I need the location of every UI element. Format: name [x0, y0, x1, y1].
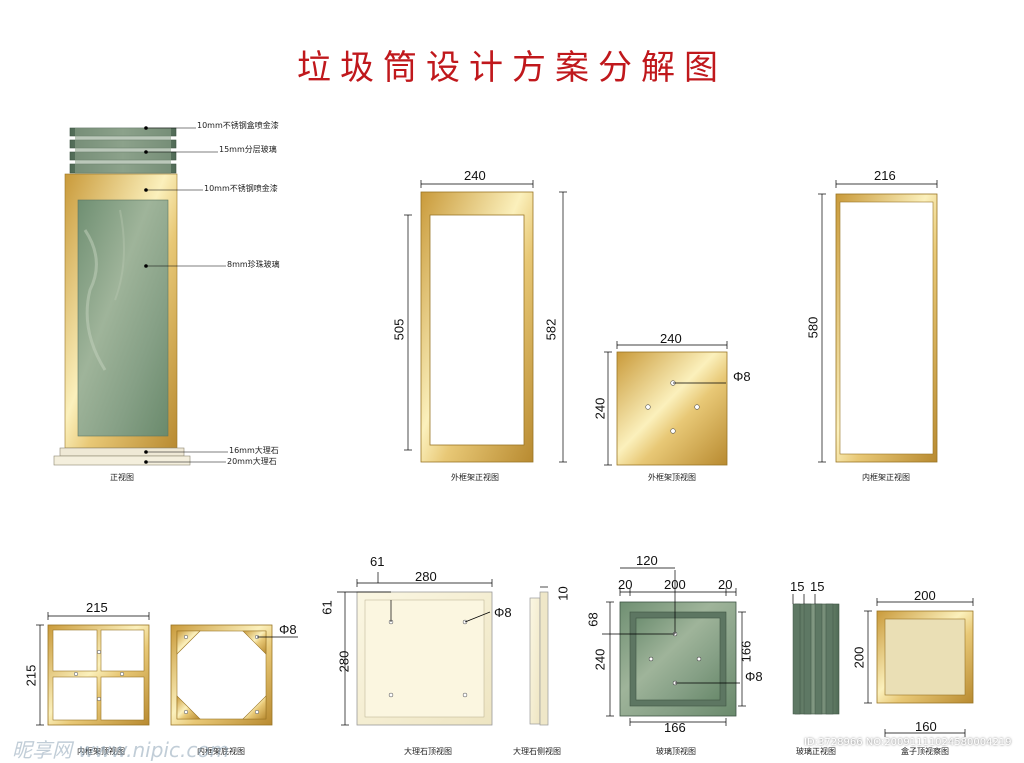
callout-marble-16: 16mm大理石	[229, 446, 279, 455]
glass-front-view	[792, 594, 840, 715]
watermark-id: ID:3728966 NO:20091111024580004219	[804, 737, 1012, 748]
pearl-glass-panel	[77, 199, 169, 437]
dim-inner-top-width: 215	[86, 600, 108, 615]
dim-glass-front-15b: 15	[810, 579, 825, 594]
dim-box-inner: 160	[915, 719, 937, 734]
caption-box-top: 盒子顶视察图	[901, 747, 949, 756]
page-title: 垃圾筒设计方案分解图	[297, 48, 727, 88]
front-view	[53, 126, 228, 466]
box-top-view	[864, 598, 974, 737]
callout-layered-glass: 15mm分层玻璃	[219, 145, 277, 154]
dim-glass-240: 240	[592, 648, 608, 671]
caption-marble-side: 大理石侧视图	[513, 747, 561, 756]
dim-outer-height: 582	[543, 318, 559, 341]
dim-inner-bottom-hole: Φ8	[279, 622, 297, 637]
outer-frame-top-view	[604, 341, 728, 466]
dim-marble-280-width: 280	[415, 569, 437, 584]
dim-outer-top-height: 240	[592, 397, 608, 420]
dim-glass-front-15a: 15	[790, 579, 805, 594]
inner-frame-bottom-view	[170, 624, 298, 726]
dim-glass-20a: 20	[618, 577, 633, 592]
marble-20mm	[53, 455, 191, 466]
callout-steel-frame: 10mm不锈钢喷金漆	[204, 184, 278, 193]
dim-glass-166v: 166	[738, 640, 754, 663]
marble-side-view	[529, 586, 549, 726]
dim-glass-hole: Φ8	[745, 669, 763, 684]
caption-inner-frame-bottom: 内框架底视图	[197, 747, 245, 756]
caption-outer-frame-front: 外框架正视图	[451, 473, 499, 482]
caption-outer-frame-top: 外框架顶视图	[648, 473, 696, 482]
dim-marble-61-top: 61	[370, 554, 385, 569]
caption-marble-top: 大理石顶视图	[404, 747, 452, 756]
dim-box-width: 200	[914, 588, 936, 603]
dim-inner-width: 216	[874, 168, 896, 183]
dim-outer-width: 240	[464, 168, 486, 183]
dim-glass-68: 68	[585, 612, 601, 627]
dim-outer-inner-height: 505	[391, 318, 407, 341]
dim-outer-top-width: 240	[660, 331, 682, 346]
callout-steel-box: 10mm不锈钢盒喷金漆	[197, 121, 279, 130]
caption-glass-front: 玻璃正视图	[796, 747, 836, 756]
dim-glass-166h: 166	[664, 720, 686, 735]
dim-box-height: 200	[851, 646, 867, 669]
outer-frame-front-view	[404, 180, 567, 463]
dim-inner-top-height: 215	[23, 664, 39, 687]
inner-frame-top-view	[36, 612, 150, 726]
watermark-brand: 昵享网 www.nipic.com	[12, 738, 230, 762]
glass-top-view	[602, 567, 746, 726]
caption-inner-frame-top: 内框架顶视图	[77, 747, 125, 756]
caption-front-view: 正视图	[110, 473, 134, 482]
dim-marble-hole: Φ8	[494, 605, 512, 620]
marble-top-view	[337, 572, 493, 726]
dim-outer-top-hole: Φ8	[733, 369, 751, 384]
glass-core	[75, 128, 171, 174]
dim-marble-61-left: 61	[319, 600, 335, 615]
dim-glass-120: 120	[636, 553, 658, 568]
dim-glass-200: 200	[664, 577, 686, 592]
caption-inner-frame-front: 内框架正视图	[862, 473, 910, 482]
dim-marble-side: 10	[555, 586, 571, 601]
dim-glass-20b: 20	[718, 577, 733, 592]
inner-frame-front-view	[818, 180, 938, 463]
callout-pearl-glass: 8mm珍珠玻璃	[227, 260, 280, 269]
caption-glass-top: 玻璃顶视图	[656, 747, 696, 756]
dim-marble-280-height: 280	[336, 650, 352, 673]
dim-inner-height: 580	[805, 316, 821, 339]
callout-marble-20: 20mm大理石	[227, 457, 277, 466]
